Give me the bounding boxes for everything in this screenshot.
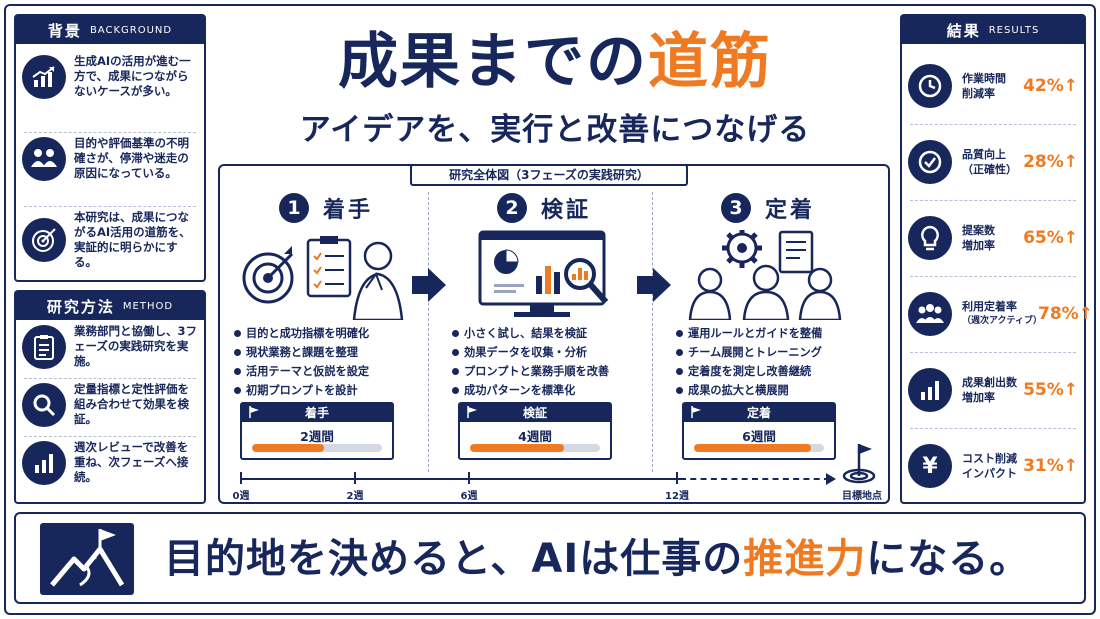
results-heading: 結果 RESULTS: [902, 16, 1084, 44]
duration-progress-bar: [252, 444, 382, 452]
result-item: 提案数増加率 65%↑: [908, 208, 1078, 268]
flag-icon: [249, 406, 259, 418]
page-title: 成果までの道筋: [338, 27, 772, 97]
method-item: 週次レビューで改善を重ね、次フェーズへ接続。: [22, 440, 198, 485]
phase-bullets: 小さく試し、結果を検証 効果データを収集・分析 プロンプトと業務手順を改善 成功…: [452, 324, 652, 400]
team-icon: [908, 292, 952, 336]
bottom-banner: 目的地を決めると、AIは仕事の推進力になる。: [14, 512, 1086, 604]
timeline-dashed-line: [680, 478, 830, 480]
phase-title: 検証: [540, 198, 591, 223]
phase-number: 1: [278, 193, 309, 223]
outer-frame: [4, 4, 1096, 615]
banner-message: 目的地を決めると、AIは仕事の推進力になる。: [164, 536, 1031, 582]
phase-bullets: 目的と成功指標を明確化 現状業務と課題を整理 活用テーマと仮説を設定 初期プロン…: [234, 324, 434, 400]
timeline-label: 2週: [346, 491, 364, 502]
result-value: 42%↑: [1023, 76, 1078, 96]
target-icon: [22, 218, 66, 262]
method-panel: 研究方法 METHOD 業務部門と協働し、3フェーズの実践研究を実施。 定量指標…: [14, 290, 206, 504]
growth-chart-icon: [908, 368, 952, 412]
background-item: 本研究は、成果につながるAI活用の道筋を、実証的に明らかにする。: [22, 210, 198, 270]
method-item: 業務部門と協働し、3フェーズの実践研究を実施。: [22, 324, 198, 369]
duration-progress-bar: [694, 444, 824, 452]
check-circle-icon: [908, 140, 952, 184]
result-value: 28%↑: [1023, 152, 1078, 172]
target-planning-illustration: [242, 236, 404, 320]
result-item: 成果創出数増加率 55%↑: [908, 360, 1078, 420]
clipboard-icon: [22, 324, 66, 369]
result-item: 品質向上（正確性） 28%↑: [908, 132, 1078, 192]
background-panel: 背景 BACKGROUND 生成AIの活用が進む一方で、成果につながらないケース…: [14, 14, 206, 282]
team-operation-illustration: [688, 230, 842, 320]
phase-2: 2 検証 小さく試し、結果を検証 効果データを収集・分析 プロンプトと業務手順を…: [444, 190, 644, 460]
people-icon: [22, 136, 66, 181]
mountain-flag-icon: [40, 523, 134, 595]
duration-progress-bar: [470, 444, 600, 452]
method-item: 定量指標と定性評価を組み合わせて効果を検証。: [22, 382, 198, 427]
arrow-right-icon: [412, 268, 446, 302]
result-item: ¥ コスト削減インパクト 31%↑: [908, 436, 1078, 496]
bar-chart-icon: [22, 440, 66, 485]
goal-flag-target-icon: [842, 444, 876, 484]
flag-icon: [467, 406, 477, 418]
phase-title: 定着: [764, 198, 815, 223]
timeline-label: 6週: [460, 491, 478, 502]
diagram-label: 研究全体図（3フェーズの実践研究）: [410, 164, 688, 186]
background-heading: 背景 BACKGROUND: [16, 16, 204, 44]
timeline-line: [240, 478, 680, 480]
magnifier-icon: [22, 382, 66, 427]
results-panel: 結果 RESULTS 作業時間削減率 42%↑ 品質向上（正確性） 28%↑ 提…: [900, 14, 1093, 504]
background-item: 生成AIの活用が進む一方で、成果につながらないケースが多い。: [22, 54, 198, 99]
phase-number: 2: [496, 193, 527, 223]
clock-icon: [908, 64, 952, 108]
page-subtitle: アイデアを、実行と改善につなげる: [299, 112, 811, 148]
result-value: 31%↑: [1023, 456, 1078, 476]
yen-icon: ¥: [908, 444, 952, 488]
timeline-label: 0週: [232, 491, 250, 502]
method-heading: 研究方法 METHOD: [16, 292, 204, 320]
timeline-label: 12週: [665, 491, 689, 502]
result-value: 78%↑: [1038, 304, 1093, 324]
phase-title: 着手: [322, 198, 373, 223]
result-item: 利用定着率（週次アクティブ） 78%↑: [908, 284, 1093, 344]
result-value: 55%↑: [1023, 380, 1078, 400]
phase-duration-card: 定着 6週間: [682, 402, 836, 460]
result-item: 作業時間削減率 42%↑: [908, 56, 1078, 116]
phase-bullets: 運用ルールとガイドを整備 チーム展開とトレーニング 定着度を測定し改善継続 成果…: [676, 324, 876, 400]
arrow-right-icon: [637, 268, 671, 302]
phase-duration-card: 検証 4週間: [458, 402, 612, 460]
phase-1: 1 着手 目的と成功指標を明確化 現状業務と課題を整理 活用テーマと仮説を設定 …: [226, 190, 426, 460]
chart-up-icon: [22, 54, 66, 99]
goal-label: 目標地点: [842, 491, 882, 502]
phase-number: 3: [720, 193, 751, 223]
result-value: 65%↑: [1023, 228, 1078, 248]
lightbulb-icon: [908, 216, 952, 260]
timeline-arrowhead-icon: [826, 473, 836, 485]
flag-icon: [691, 406, 701, 418]
phase-3: 3 定着 運用ルールとガイドを整備 チーム展開とトレーニング 定着度を測定し改善…: [668, 190, 868, 460]
phase-duration-card: 着手 2週間: [240, 402, 394, 460]
monitor-analysis-illustration: [478, 230, 609, 317]
background-item: 目的や評価基準の不明確さが、停滞や迷走の原因になっている。: [22, 136, 198, 181]
